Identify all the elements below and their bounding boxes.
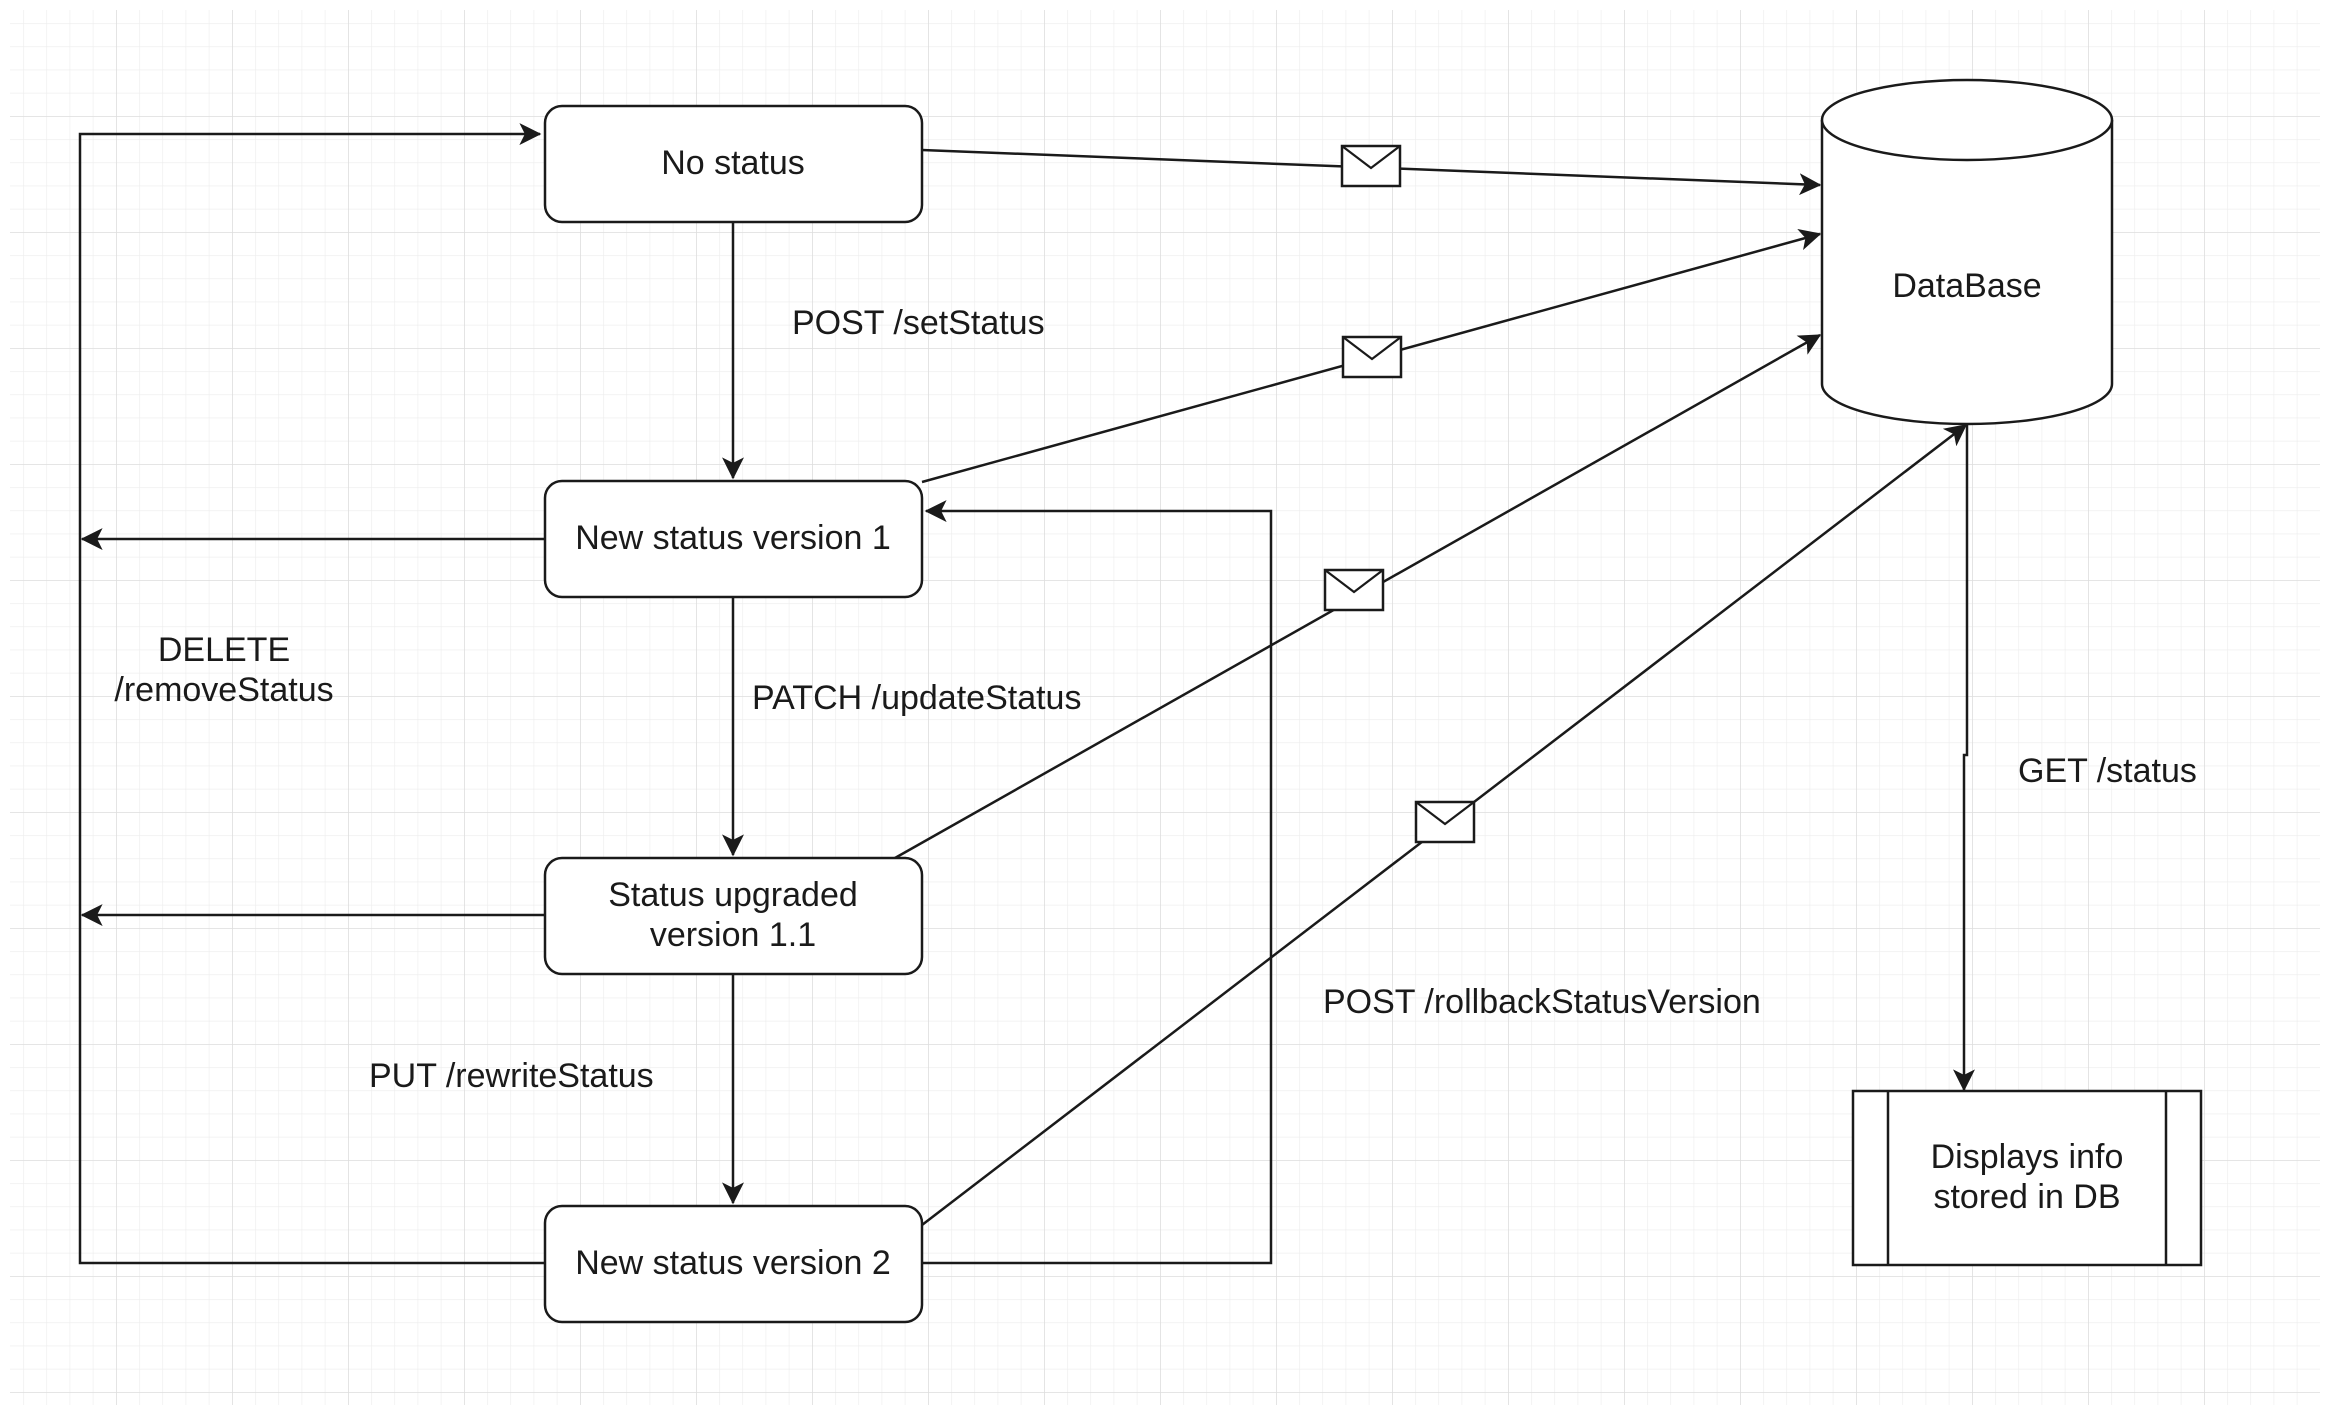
node-status-v1-label: New status version 1 <box>575 519 891 557</box>
edge-rollback <box>922 500 1273 1265</box>
node-database-label: DataBase <box>1892 267 2041 305</box>
envelope-icon <box>1414 800 1476 844</box>
node-status-v1-1-label-line2: version 1.1 <box>650 916 816 954</box>
node-status-v1-1: Status upgraded version 1.1 <box>543 856 924 976</box>
edge-label-remove-status-line2: /removeStatus <box>114 671 333 709</box>
edge-label-update-status: PATCH /updateStatus <box>752 679 1081 717</box>
node-display: Displays info stored in DB <box>1851 1089 2203 1267</box>
edge-label-get-status: GET /status <box>2018 752 2197 790</box>
edge-label-rewrite-status: PUT /rewriteStatus <box>369 1057 654 1095</box>
edge-delete-loop <box>78 123 545 1265</box>
node-status-v1-1-label-line1: Status upgraded <box>608 876 858 914</box>
envelope-icon <box>1341 335 1403 379</box>
node-status-v2: New status version 2 <box>543 1204 924 1324</box>
edge-label-set-status: POST /setStatus <box>792 304 1045 342</box>
node-display-label-line2: stored in DB <box>1933 1178 2120 1216</box>
edge-get-status <box>1953 425 1975 1092</box>
node-display-label-line1: Displays info <box>1931 1138 2124 1176</box>
envelope-icon <box>1323 568 1385 612</box>
envelope-icon <box>1340 144 1402 188</box>
edge-label-rollback: POST /rollbackStatusVersion <box>1323 983 1761 1021</box>
node-status-v2-label: New status version 2 <box>575 1244 891 1282</box>
edge-label-remove-status-line1: DELETE <box>158 631 290 669</box>
node-status-v1: New status version 1 <box>543 479 924 599</box>
node-no-status-label: No status <box>661 144 805 182</box>
node-no-status: No status <box>543 104 924 224</box>
node-database: DataBase <box>1820 78 2114 426</box>
